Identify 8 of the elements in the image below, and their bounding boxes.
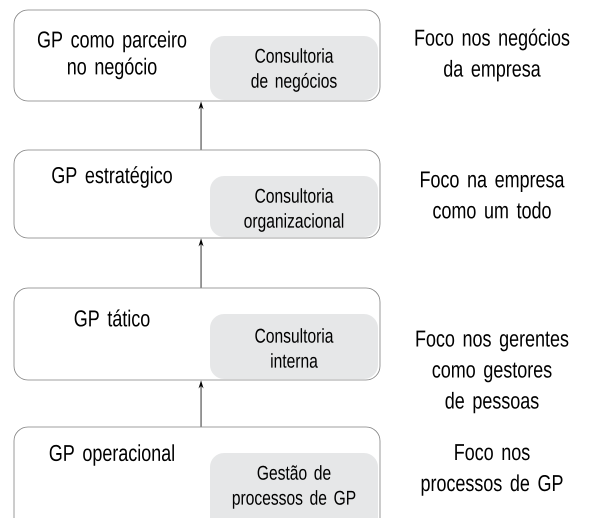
focus-text: Foco na empresa como um todo [421,171,564,218]
focus-text: Foco nos gerentes como gestores de pessoas [416,330,568,414]
consulting-box: Gestão de processos de GP [210,452,378,518]
consulting-box: Consultoria interna [210,314,378,379]
consulting-box: Consultoria organizacional [210,176,378,237]
focus-text: Foco nos negócios da empresa [416,28,570,82]
consulting-box: Consultoria de negócios [210,36,378,100]
focus-text: Foco nos processos de GP [422,444,563,496]
